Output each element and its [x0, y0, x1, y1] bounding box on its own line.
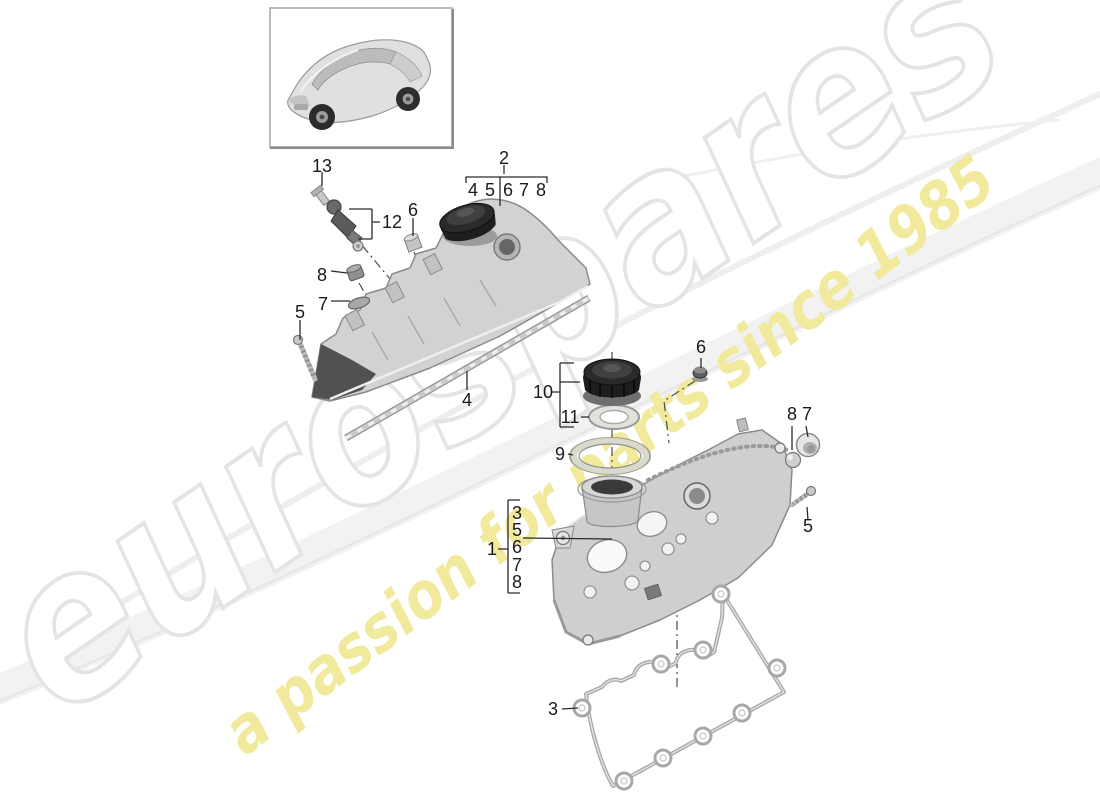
callout-2-member-5[interactable]: 5	[485, 180, 495, 200]
callout-2-member-8[interactable]: 8	[536, 180, 546, 200]
camshaft-sensor-12	[326, 199, 364, 252]
callout-1-member-3[interactable]: 3	[512, 503, 522, 523]
callout-2-member-6[interactable]: 6	[503, 180, 513, 200]
bolt-5-right	[789, 485, 817, 508]
suv-icon	[287, 39, 432, 130]
o-ring-seal	[569, 437, 651, 475]
callout-9[interactable]: 9	[555, 444, 565, 464]
nut-6-right	[692, 366, 708, 382]
dome-seal-7-right	[795, 432, 821, 458]
lower-valve-cover	[551, 417, 793, 646]
callout-8-right[interactable]: 8	[787, 404, 797, 424]
screw-13	[310, 184, 331, 207]
callout-6-upper[interactable]: 6	[408, 200, 418, 220]
callout-7-right[interactable]: 7	[802, 404, 812, 424]
gasket-grommets	[572, 584, 787, 791]
upper-valve-cover	[311, 198, 591, 402]
callout-13[interactable]: 13	[312, 156, 332, 176]
callout-lines	[299, 165, 809, 710]
callout-1-member-8[interactable]: 8	[512, 572, 522, 592]
callout-5-right[interactable]: 5	[803, 516, 813, 536]
callout-4[interactable]: 4	[462, 390, 472, 410]
callout-5-upper[interactable]: 5	[295, 302, 305, 322]
vehicle-thumbnail-box[interactable]	[269, 7, 454, 149]
callout-11[interactable]: 11	[561, 407, 580, 427]
callout-2-member-7[interactable]: 7	[519, 180, 529, 200]
callout-2-member-4[interactable]: 4	[468, 180, 478, 200]
oil-filler-cap	[583, 358, 641, 406]
bushing-6-left	[403, 233, 423, 253]
callout-labels: 13 12 6 8 7 5 2 4 5 6 7 8 4 10 11 9 6 8 …	[295, 148, 813, 719]
callout-2[interactable]: 2	[499, 148, 509, 168]
callout-10[interactable]: 10	[533, 382, 553, 402]
callout-7-upper[interactable]: 7	[318, 294, 328, 314]
cap-8-left	[346, 264, 365, 282]
seal-7-left	[347, 296, 371, 310]
valve-cover-gasket	[572, 584, 787, 791]
callout-1-member-6[interactable]: 6	[512, 537, 522, 557]
sealing-washer	[588, 404, 640, 430]
callout-8-upper[interactable]: 8	[317, 265, 327, 285]
watermark-swoosh	[0, 90, 1100, 705]
callout-12[interactable]: 12	[382, 212, 402, 232]
callout-1-member-5[interactable]: 5	[512, 520, 522, 540]
watermark-brand-text: eurospares	[0, 0, 1046, 763]
callout-1-member-7[interactable]: 7	[512, 555, 522, 575]
ball-plug-8-right	[784, 451, 802, 469]
gasket-strip	[344, 294, 591, 442]
upper-oil-cap	[439, 202, 496, 242]
callout-6-right[interactable]: 6	[696, 337, 706, 357]
callout-3[interactable]: 3	[548, 699, 558, 719]
callout-1[interactable]: 1	[487, 539, 497, 559]
